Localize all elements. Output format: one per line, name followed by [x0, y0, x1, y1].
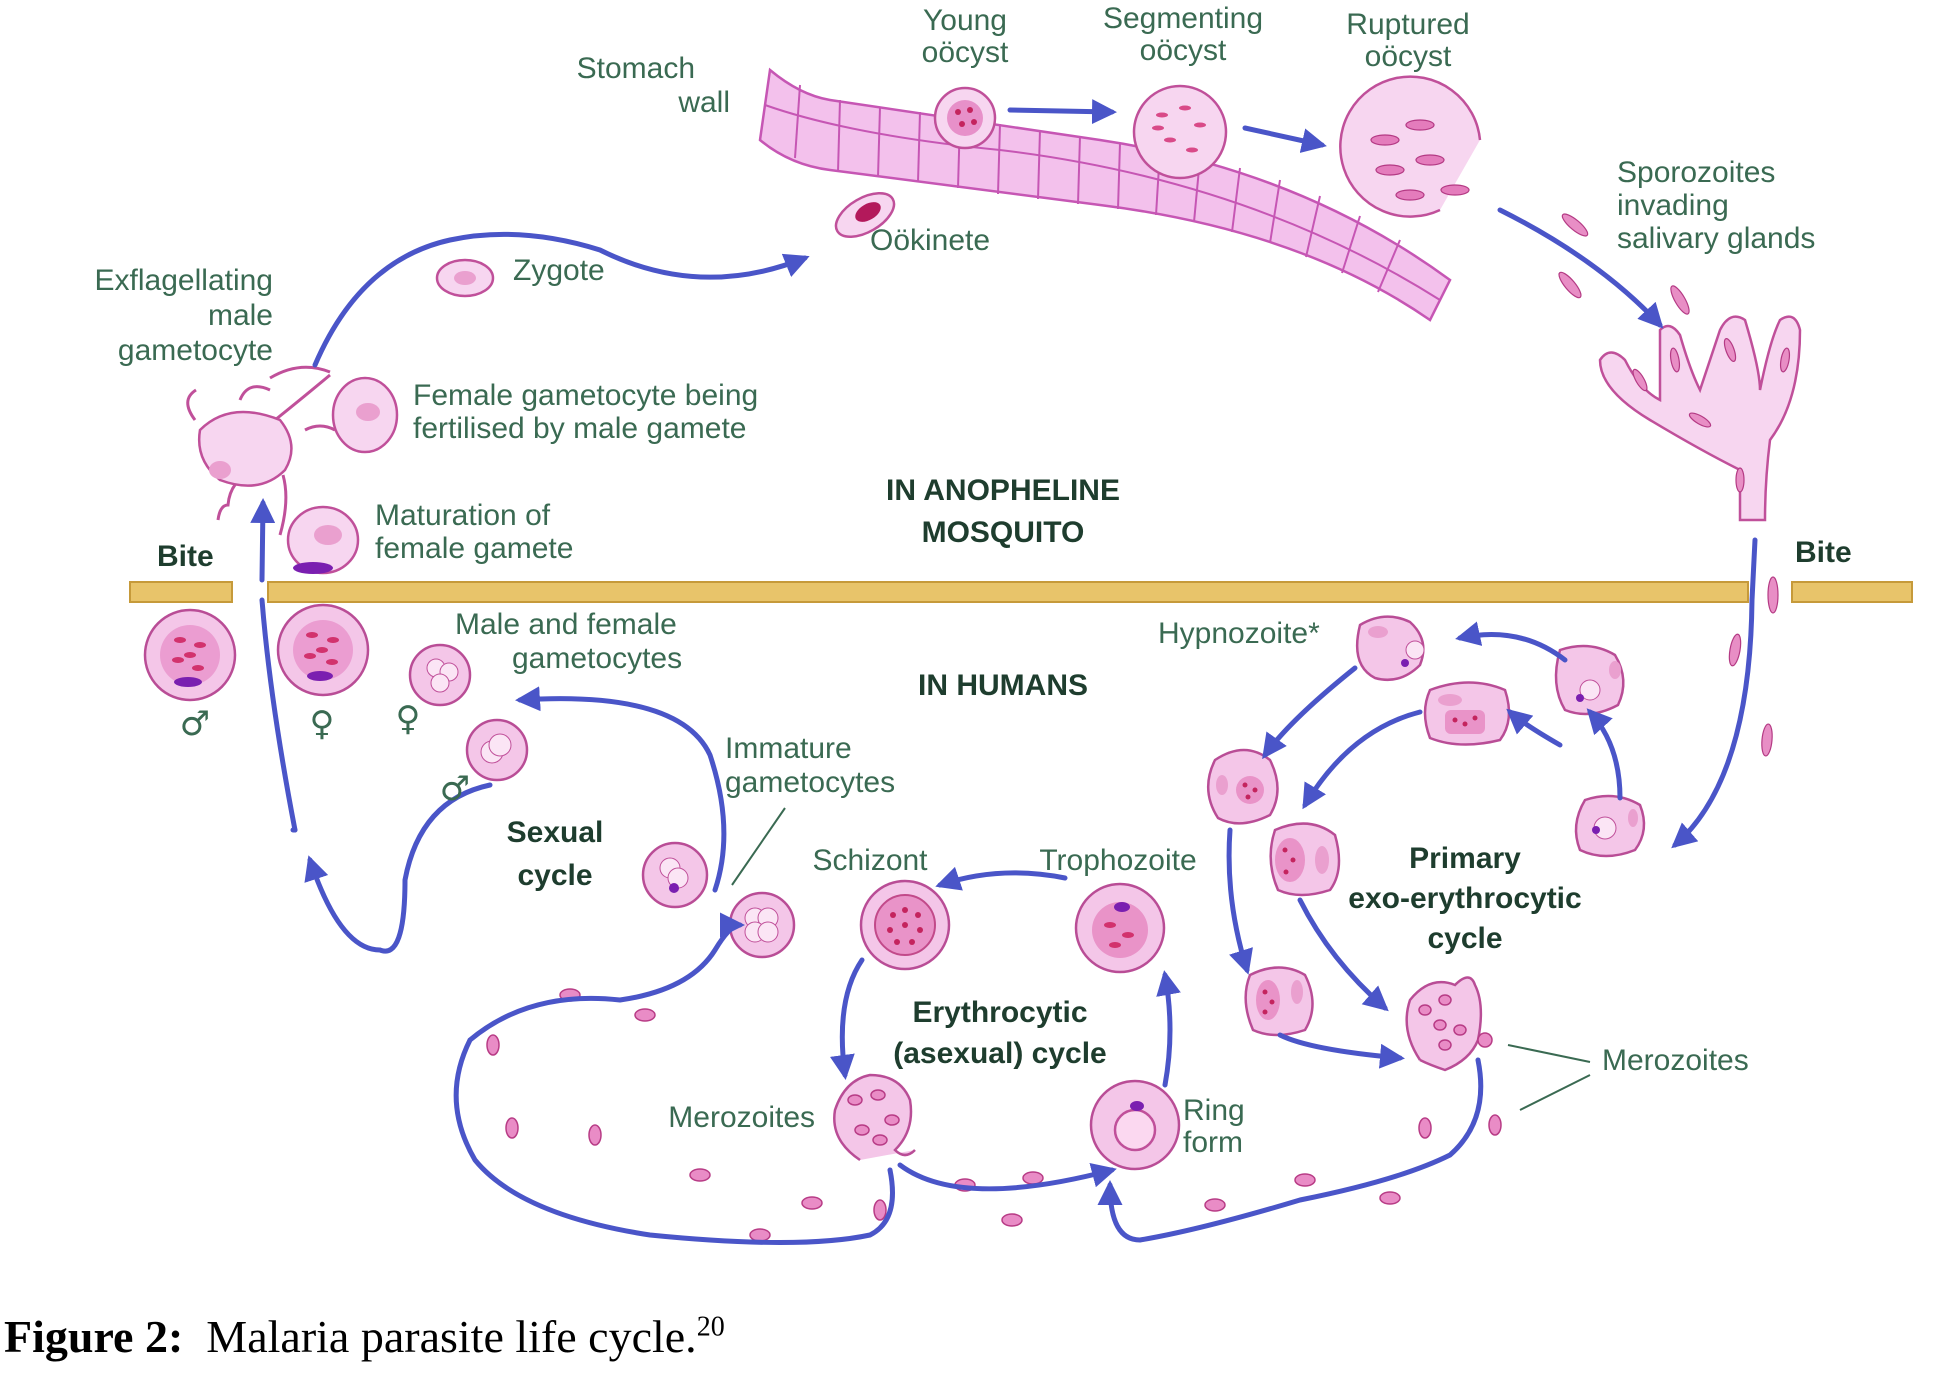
- maturation-label-1: Maturation of: [375, 499, 551, 532]
- merozoites-right-label: Merozoites: [1602, 1044, 1749, 1077]
- female-gametocyte-small: [408, 643, 472, 707]
- immature-gametocytes-label-1: Immature: [725, 732, 852, 765]
- sporozoites: [1558, 213, 1779, 757]
- in-humans-label: IN HUMANS: [918, 669, 1088, 702]
- ruptured-oocyst: [1339, 75, 1482, 218]
- caption-ref: 20: [696, 1311, 725, 1343]
- female-fertilised-label-1: Female gametocyte being: [413, 379, 758, 412]
- exflagellating-label-2: male: [208, 299, 273, 332]
- stomach-wall-label-1: Stomach: [577, 52, 695, 85]
- sexual-cycle-label-1: Sexual: [507, 816, 604, 849]
- ruptured-oocyst-label-1: Ruptured: [1346, 8, 1469, 41]
- male-symbol-1: ♂: [180, 704, 210, 744]
- ring-form: [1089, 1079, 1181, 1171]
- male-gametocyte-small: [465, 718, 529, 782]
- ring-form-label-1: Ring: [1183, 1094, 1245, 1127]
- liver-cell-hypnozoite: [1355, 615, 1425, 682]
- liver-cell-5: [1269, 822, 1341, 897]
- caption-prefix: Figure 2:: [4, 1311, 184, 1362]
- stomach-wall: [758, 67, 1452, 322]
- sporozoites-label-2: invading: [1617, 189, 1729, 222]
- liver-cell-2: [1423, 681, 1511, 746]
- sporozoites-label-3: salivary glands: [1617, 222, 1815, 255]
- figure-caption: Figure 2: Malaria parasite life cycle.20: [4, 1310, 725, 1363]
- ookinete-label: Oökinete: [870, 224, 990, 257]
- immature-gametocytes-label-2: gametocytes: [725, 766, 895, 799]
- salivary-gland: [1598, 315, 1802, 522]
- immature-gametocyte-1: [641, 841, 709, 909]
- schizont: [859, 879, 951, 971]
- hypnozoite-label: Hypnozoite*: [1158, 617, 1320, 650]
- erythrocytic-cycle-label-1: Erythrocytic: [912, 996, 1087, 1029]
- maturation-label-2: female gamete: [375, 532, 573, 565]
- sexual-cycle-label-2: cycle: [517, 859, 592, 892]
- liver-cell-1: [1554, 644, 1625, 716]
- stomach-wall-label-2: wall: [677, 86, 730, 119]
- primary-cycle-label-3: cycle: [1427, 922, 1502, 955]
- trophozoite-label: Trophozoite: [1039, 844, 1196, 877]
- male-gametocyte-rbc: [143, 608, 237, 702]
- young-oocyst: [933, 86, 997, 150]
- bite-right-label: Bite: [1795, 536, 1852, 569]
- young-oocyst-label-1: Young: [923, 4, 1007, 37]
- merozoites-rbc-left: [833, 1073, 916, 1162]
- sporozoites-label-1: Sporozoites: [1617, 156, 1775, 189]
- erythrocytic-cycle-label-2: (asexual) cycle: [893, 1037, 1106, 1070]
- host-divider: [129, 581, 1913, 603]
- female-gamete-maturation: [286, 505, 360, 575]
- male-female-gametocytes-label-2: gametocytes: [512, 642, 682, 675]
- zygote-label: Zygote: [513, 254, 605, 287]
- primary-cycle-label-2: exo-erythrocytic: [1348, 882, 1581, 915]
- caption-text: Malaria parasite life cycle.: [206, 1311, 697, 1362]
- exflagellating-label-3: gametocyte: [118, 334, 273, 367]
- primary-cycle-label-1: Primary: [1409, 842, 1521, 875]
- cycle-arrows: [250, 99, 1758, 1245]
- leader-lines: [731, 807, 1591, 1111]
- in-mosquito-label-2: MOSQUITO: [922, 516, 1085, 549]
- liver-cell-4: [1207, 748, 1279, 825]
- ookinete: [834, 192, 896, 238]
- liver-cell-merozoites: [1405, 976, 1483, 1072]
- segmenting-oocyst: [1132, 84, 1228, 180]
- zygote: [435, 258, 495, 298]
- segmenting-oocyst-label-1: Segmenting: [1103, 2, 1263, 35]
- immature-gametocyte-2: [728, 891, 796, 959]
- liver-cell-6: [1244, 966, 1314, 1037]
- exflagellating-male-gametocyte: [186, 365, 331, 536]
- segmenting-oocyst-label-2: oöcyst: [1140, 34, 1227, 67]
- female-gametocyte-rbc: [276, 603, 370, 697]
- trophozoite: [1074, 882, 1166, 974]
- female-symbol-2: ♀: [396, 699, 421, 739]
- liver-cell-3: [1574, 794, 1646, 858]
- male-female-gametocytes-label-1: Male and female: [455, 608, 677, 641]
- in-mosquito-label-1: IN ANOPHELINE: [886, 474, 1120, 507]
- ruptured-oocyst-label-2: oöcyst: [1365, 40, 1452, 73]
- exflagellating-label-1: Exflagellating: [95, 264, 273, 297]
- young-oocyst-label-2: oöcyst: [922, 36, 1009, 69]
- ring-form-label-2: form: [1183, 1126, 1243, 1159]
- male-symbol-2: ♂: [440, 769, 470, 809]
- female-fertilised-label-2: fertilised by male gamete: [413, 412, 747, 445]
- female-symbol-1: ♀: [310, 704, 335, 744]
- schizont-label: Schizont: [812, 844, 928, 877]
- bite-left-label: Bite: [157, 540, 214, 573]
- merozoites-left-label: Merozoites: [668, 1101, 815, 1134]
- female-gametocyte-fertilised: [304, 376, 399, 454]
